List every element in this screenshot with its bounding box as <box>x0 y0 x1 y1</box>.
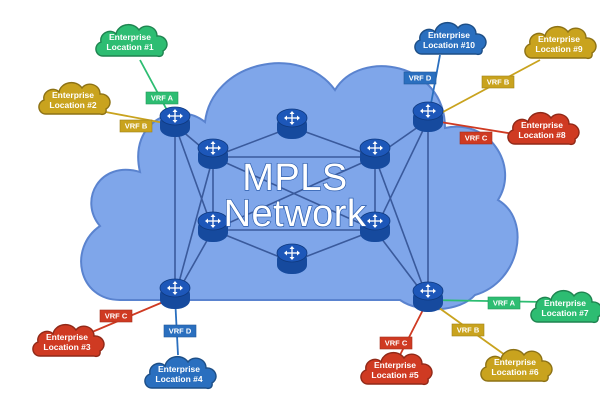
vrf-tag-label: VRF C <box>385 339 408 348</box>
location-label-line1: Enterprise <box>46 332 88 342</box>
vrf-tag-box <box>145 91 179 105</box>
vrf-tag: VRF D <box>163 324 197 338</box>
vrf-tag: VRF A <box>145 91 179 105</box>
vrf-tag-box <box>487 296 521 310</box>
vrf-tag-label: VRF A <box>493 299 516 308</box>
vrf-tag: VRF D <box>403 71 437 85</box>
vrf-tag-label: VRF B <box>125 122 148 131</box>
location-label-line1: Enterprise <box>538 34 580 44</box>
location-label-line1: Enterprise <box>52 90 94 100</box>
router-core-2 <box>276 108 308 140</box>
vrf-tags: VRF A VRF B VRF C VRF D VRF C VRF B VRF A VRF C… <box>99 71 521 350</box>
router-core-5 <box>276 243 308 275</box>
location-label-line2: Location #6 <box>491 367 539 377</box>
location-label-line1: Enterprise <box>494 357 536 367</box>
vrf-tag-box <box>481 75 515 89</box>
location-label-line1: Enterprise <box>428 30 470 40</box>
vrf-tag-box <box>451 323 485 337</box>
vrf-tag-box <box>163 324 197 338</box>
location-label-line1: Enterprise <box>521 120 563 130</box>
router-edge-ne <box>412 101 444 133</box>
vrf-tag: VRF B <box>451 323 485 337</box>
router-edge-sw <box>159 278 191 310</box>
location-label-line1: Enterprise <box>544 298 586 308</box>
vrf-tag-box <box>403 71 437 85</box>
vrf-tag-label: VRF C <box>105 312 128 321</box>
vrf-tag: VRF A <box>487 296 521 310</box>
vrf-tag-box <box>119 119 153 133</box>
vrf-tag-label: VRF B <box>457 326 480 335</box>
location-label-line2: Location #1 <box>106 42 154 52</box>
vrf-tag-label: VRF D <box>409 74 432 83</box>
location-label-line2: Location #4 <box>155 374 203 384</box>
vrf-tag-label: VRF C <box>465 134 488 143</box>
location-label-line2: Location #7 <box>541 308 589 318</box>
location-label-line2: Location #8 <box>518 130 566 140</box>
vrf-tag-box <box>379 336 413 350</box>
location-label-line2: Location #2 <box>49 100 97 110</box>
title-line-1: MPLS <box>242 157 347 199</box>
vrf-tag: VRF C <box>459 131 493 145</box>
vrf-tag: VRF B <box>119 119 153 133</box>
location-label-line2: Location #5 <box>371 370 419 380</box>
location-label-line1: Enterprise <box>109 32 151 42</box>
location-label-line2: Location #9 <box>535 44 583 54</box>
location-label-line2: Location #3 <box>43 342 91 352</box>
router-edge-nw <box>159 106 191 138</box>
vrf-tag: VRF C <box>379 336 413 350</box>
vrf-tag-label: VRF D <box>169 327 192 336</box>
vrf-tag: VRF B <box>481 75 515 89</box>
router-core-1 <box>197 138 229 170</box>
router-core-3 <box>359 138 391 170</box>
vrf-tag-box <box>99 309 133 323</box>
location-label-line1: Enterprise <box>158 364 200 374</box>
vrf-tag-label: VRF B <box>487 78 510 87</box>
location-label-line1: Enterprise <box>374 360 416 370</box>
title-line-2: Network <box>224 193 367 235</box>
router-edge-se <box>412 281 444 313</box>
vrf-tag: VRF C <box>99 309 133 323</box>
vrf-tag-box <box>459 131 493 145</box>
location-label-line2: Location #10 <box>423 40 475 50</box>
vrf-tag-label: VRF A <box>151 94 174 103</box>
